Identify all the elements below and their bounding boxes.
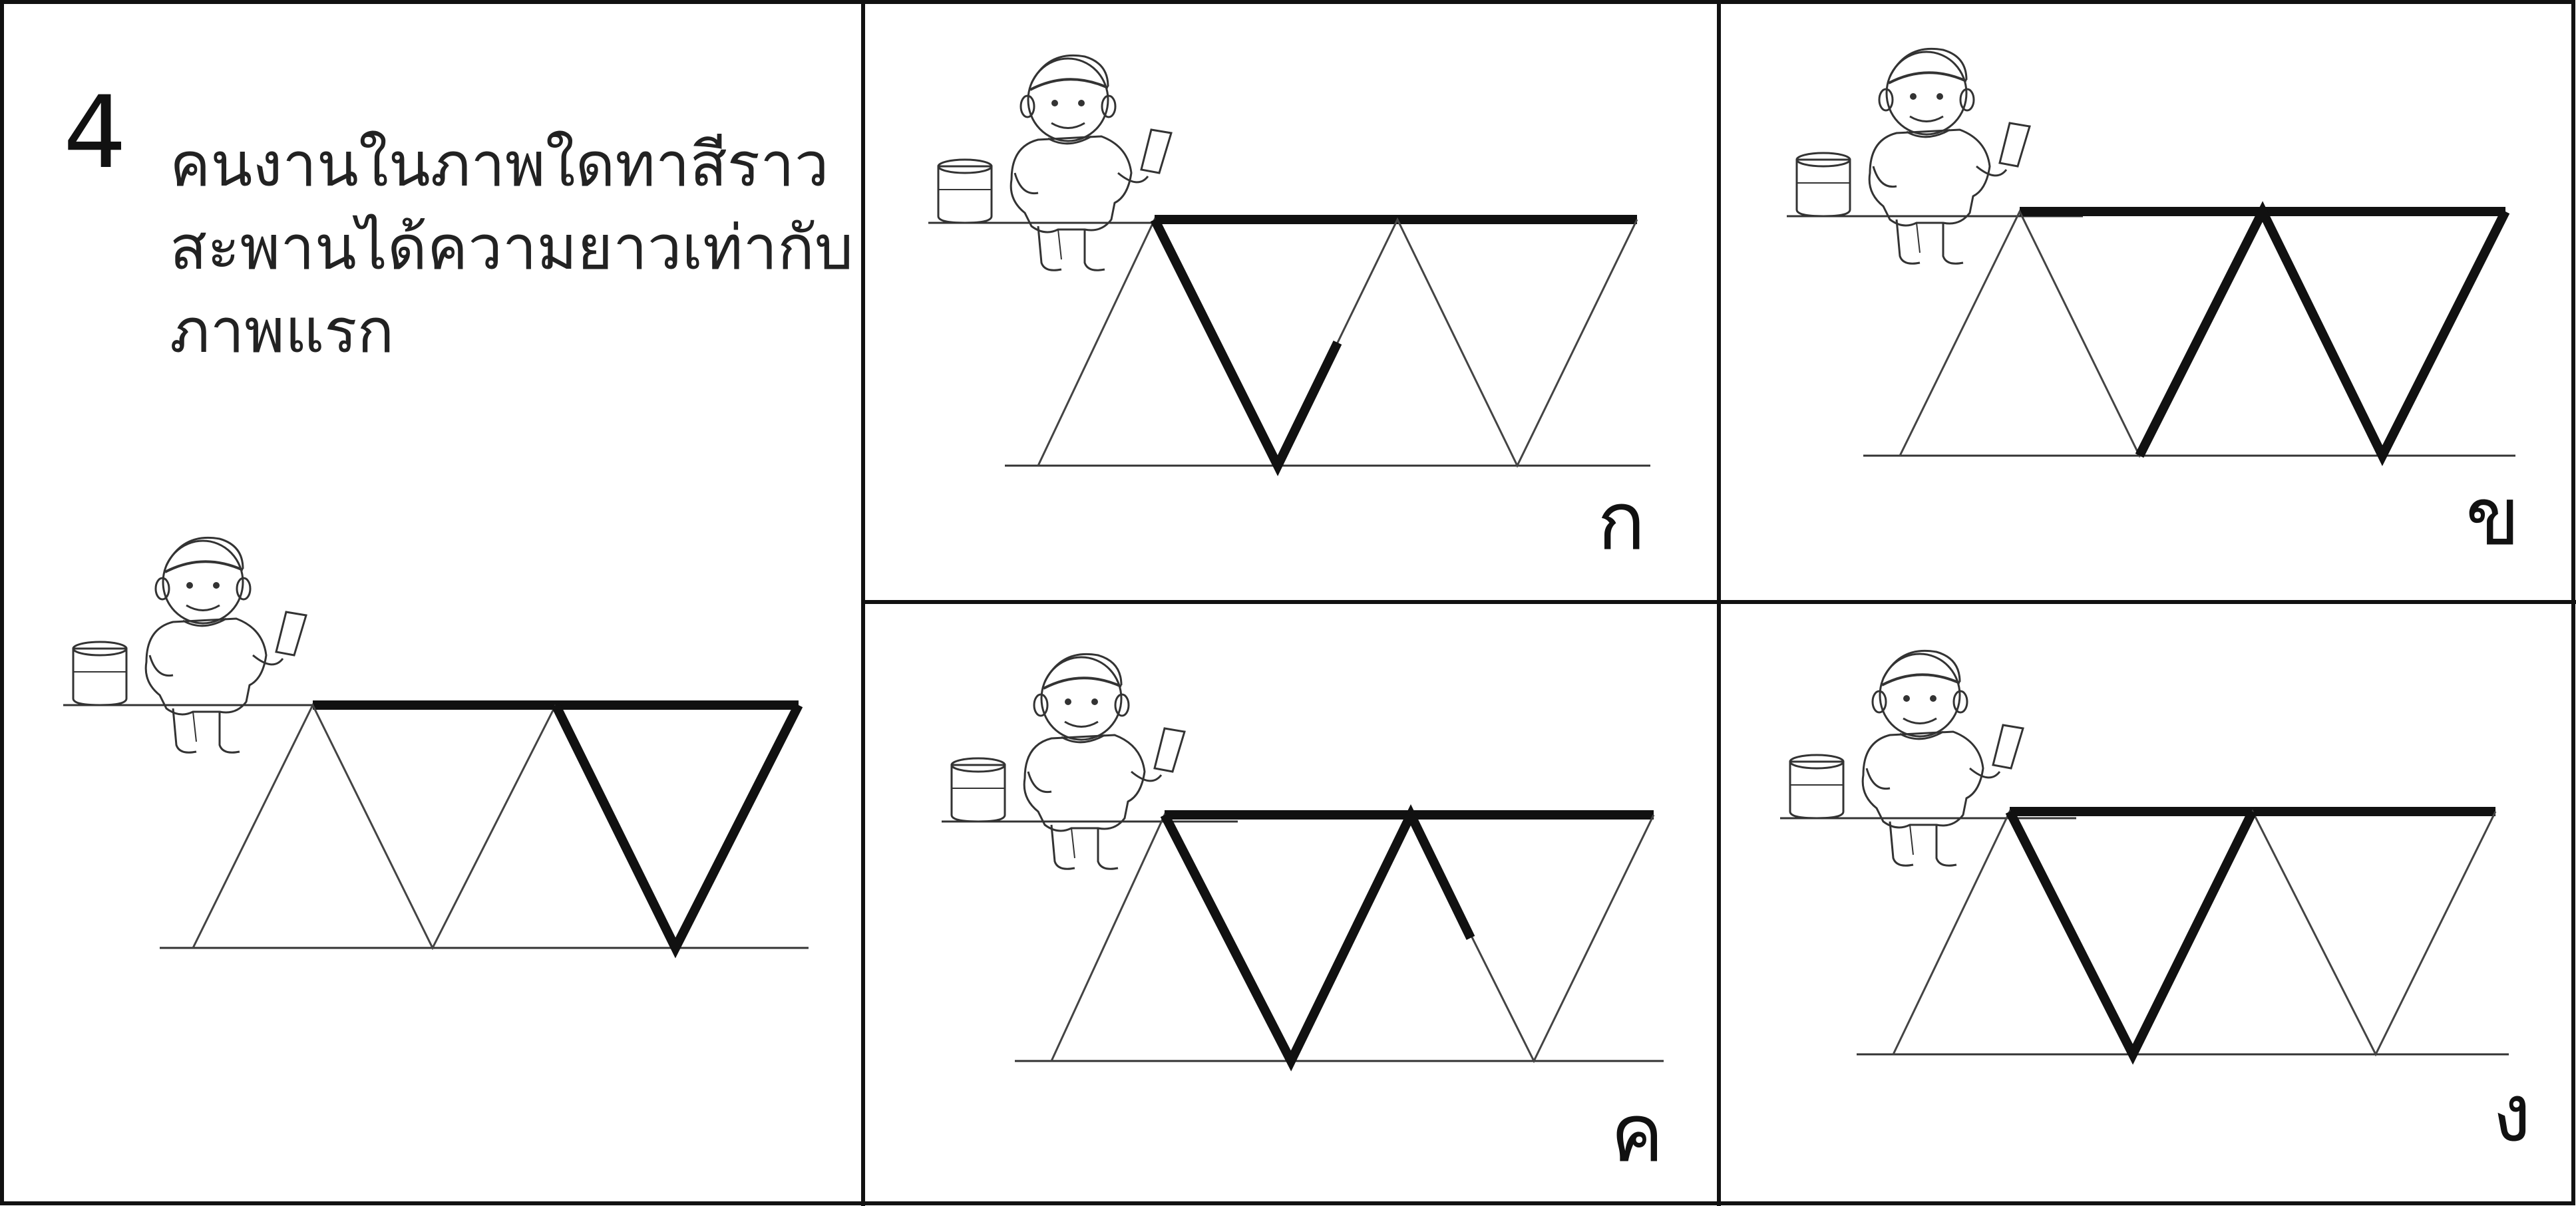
choice-label-kho[interactable]: ข [2466, 478, 2520, 557]
choice-figure-kho [1787, 49, 2515, 456]
question-line-2: สะพานได้ความยาวเท่ากับ [170, 206, 835, 289]
choice-label-ngo[interactable]: ง [2492, 1074, 2531, 1154]
painter-boy-icon [1787, 49, 2083, 263]
choice-label-kho-khwai[interactable]: ค [1610, 1094, 1664, 1174]
painter-boy-icon [1780, 651, 2076, 865]
choice-figure-kho-khwai [942, 654, 1664, 1061]
painter-boy-icon [928, 55, 1224, 270]
choice-figure-ngo [1780, 651, 2509, 1054]
painter-boy-icon [63, 537, 359, 752]
painter-boy-icon [942, 654, 1238, 869]
question-line-3: ภาพแรก [170, 289, 835, 373]
reference-bridge-figure [63, 537, 809, 948]
question-number: 4 [63, 83, 126, 183]
question-line-1: คนงานในภาพใดทาสีราว [170, 123, 835, 206]
question-text: คนงานในภาพใดทาสีราว สะพานได้ความยาวเท่าก… [170, 123, 835, 373]
choice-label-ko[interactable]: ก [1597, 482, 1646, 562]
choice-figure-ko [928, 55, 1650, 466]
